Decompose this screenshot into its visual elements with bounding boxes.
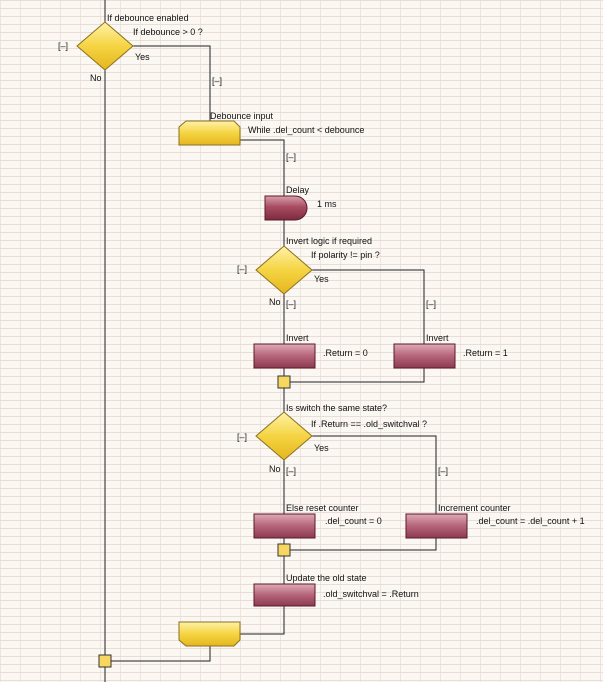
collapse-toggle-loop[interactable]: [–]: [286, 152, 296, 162]
delay-shape: [264, 195, 308, 221]
same-state-decision[interactable]: Is switch the same state? If .Return == …: [237, 403, 448, 476]
decision-condition: If .Return == .old_switchval ?: [311, 419, 427, 429]
decision-title: If debounce enabled: [107, 13, 189, 23]
decision-diamond: [255, 411, 313, 461]
calc-value: .old_switchval = .Return: [323, 589, 419, 599]
no-label: No: [90, 73, 102, 83]
calc-box: [253, 583, 316, 607]
calc-value: .del_count = .del_count + 1: [476, 516, 585, 526]
yes-label: Yes: [135, 52, 150, 62]
invert-merge-junction: [277, 375, 291, 389]
invert-right-calc[interactable]: Invert .Return = 1: [393, 333, 508, 369]
decision-condition: If debounce > 0 ?: [133, 27, 203, 37]
no-label: No: [269, 464, 281, 474]
delay-value: 1 ms: [317, 199, 337, 209]
yes-label: Yes: [314, 274, 329, 284]
increment-counter-calc[interactable]: Increment counter .del_count = .del_coun…: [405, 503, 585, 539]
calc-title: Update the old state: [286, 573, 367, 583]
same-merge-line: [290, 538, 437, 551]
update-state-calc[interactable]: Update the old state .old_switchval = .R…: [253, 573, 419, 607]
invert-yes-line: [312, 269, 425, 344]
loop-start-shape: [178, 120, 241, 146]
delay-title: Delay: [286, 185, 310, 195]
debounce-yes-line: [133, 45, 211, 122]
calc-box: [393, 343, 456, 369]
calc-value: .del_count = 0: [325, 516, 382, 526]
calc-title: Invert: [286, 333, 309, 343]
decision-condition: If polarity != pin ?: [311, 250, 380, 260]
collapse-toggle-yes[interactable]: [–]: [426, 299, 436, 309]
calc-box: [405, 513, 468, 539]
calc-title: Else reset counter: [286, 503, 359, 513]
collapse-toggle-yes[interactable]: [–]: [438, 466, 448, 476]
loop-title: Debounce input: [210, 111, 274, 121]
invert-left-calc[interactable]: Invert .Return = 0: [253, 333, 368, 369]
delay-block[interactable]: Delay 1 ms: [264, 185, 337, 221]
collapse-toggle-left[interactable]: [–]: [237, 264, 247, 274]
loop-condition: While .del_count < debounce: [248, 125, 364, 135]
calc-value: .Return = 0: [323, 348, 368, 358]
debounce-decision[interactable]: If debounce enabled If debounce > 0 ? Ye…: [58, 13, 222, 86]
debounce-loop-end[interactable]: [178, 621, 241, 647]
debounce-loop-start[interactable]: Debounce input While .del_count < deboun…: [178, 111, 364, 162]
decision-diamond: [76, 21, 134, 71]
loop-end-shape: [178, 621, 241, 647]
loop-body-line: [240, 139, 285, 246]
same-state-merge-junction: [277, 543, 291, 557]
decision-diamond: [255, 245, 313, 295]
collapse-toggle-left[interactable]: [–]: [237, 432, 247, 442]
debounce-merge-junction: [98, 654, 112, 668]
same-yes-line: [312, 435, 437, 514]
collapse-toggle-no[interactable]: [–]: [286, 299, 296, 309]
no-label: No: [269, 297, 281, 307]
calc-box: [253, 343, 316, 369]
decision-title: Invert logic if required: [286, 236, 372, 246]
calc-title: Increment counter: [438, 503, 511, 513]
reset-counter-calc[interactable]: Else reset counter .del_count = 0: [253, 503, 382, 539]
to-loop-end-line: [240, 606, 285, 635]
calc-title: Invert: [426, 333, 449, 343]
collapse-toggle-no[interactable]: [–]: [58, 41, 68, 51]
calc-value: .Return = 1: [463, 348, 508, 358]
yes-label: Yes: [314, 443, 329, 453]
invert-decision[interactable]: Invert logic if required If polarity != …: [237, 236, 436, 309]
calc-box: [253, 513, 316, 539]
loop-exit-line: [111, 646, 211, 662]
collapse-toggle-no[interactable]: [–]: [286, 466, 296, 476]
connectors: [104, 0, 437, 682]
decision-title: Is switch the same state?: [286, 403, 387, 413]
invert-merge-line: [290, 368, 425, 383]
collapse-toggle-yes[interactable]: [–]: [212, 76, 222, 86]
